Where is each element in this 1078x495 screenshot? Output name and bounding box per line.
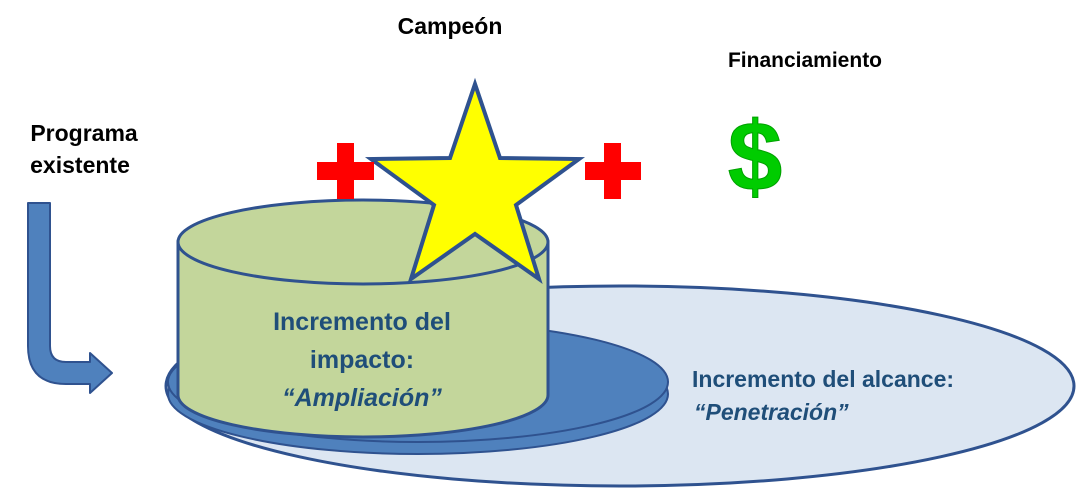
existing-program-label-line2: existente xyxy=(30,152,130,178)
dollar-icon: $ xyxy=(728,101,783,211)
reach-label-line2: “Penetración” xyxy=(694,399,849,425)
impact-label-line2: impacto: xyxy=(310,346,414,374)
reach-label-line1: Incremento del alcance: xyxy=(692,366,954,392)
star-icon xyxy=(364,77,586,285)
champion-label: Campeón xyxy=(398,13,503,39)
existing-program-label-line1: Programa xyxy=(30,120,138,146)
impact-label-line3: “Ampliación” xyxy=(282,384,442,412)
bent-arrow-icon xyxy=(27,202,113,394)
plus-icon-left xyxy=(317,143,374,199)
plus-icon-right xyxy=(585,143,641,199)
funding-label: Financiamiento xyxy=(728,49,882,72)
impact-label-line1: Incremento del xyxy=(273,308,451,336)
cylinder-body xyxy=(176,240,550,439)
